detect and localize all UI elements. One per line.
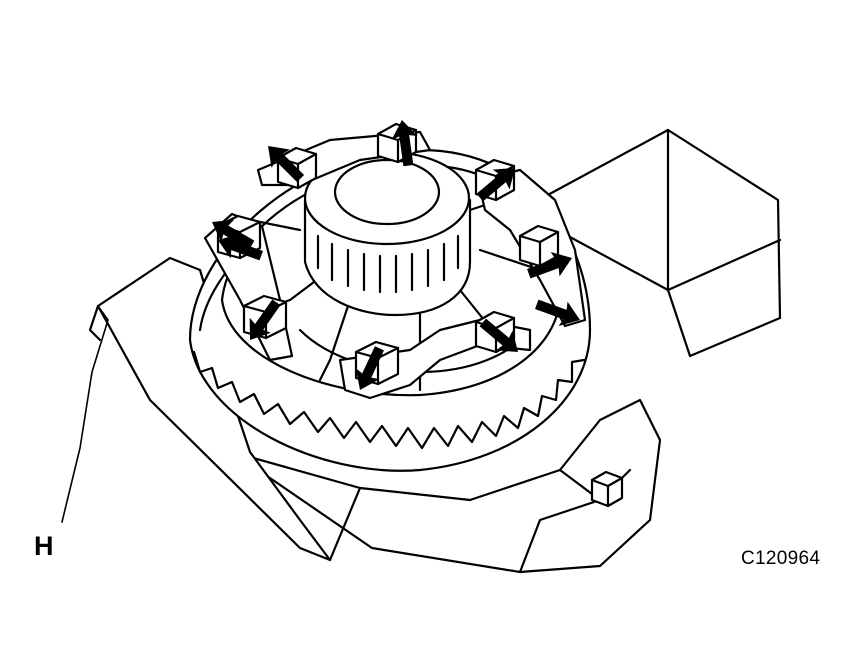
carrier-housing xyxy=(88,128,782,574)
side-bearing xyxy=(303,150,472,317)
callout-arrow xyxy=(268,146,305,183)
view-label: H xyxy=(34,531,54,561)
callout-arrows xyxy=(212,120,580,390)
bolt xyxy=(276,146,318,190)
view-leader-line xyxy=(61,305,109,523)
callout-arrow xyxy=(527,251,572,279)
bolt xyxy=(518,224,560,268)
callout-arrow xyxy=(249,299,281,340)
figure-code: C120964 xyxy=(741,548,821,569)
callout-arrow xyxy=(479,318,518,352)
callout-arrow xyxy=(355,346,384,390)
callout-arrow xyxy=(212,219,255,250)
callout-arrow xyxy=(535,299,580,327)
bearing-rollers xyxy=(316,234,460,294)
ring-gear-teeth xyxy=(192,350,586,450)
bolt xyxy=(590,470,624,508)
callout-arrow xyxy=(391,120,418,167)
callout-arrow xyxy=(218,233,263,261)
callout-arrow xyxy=(476,168,515,202)
